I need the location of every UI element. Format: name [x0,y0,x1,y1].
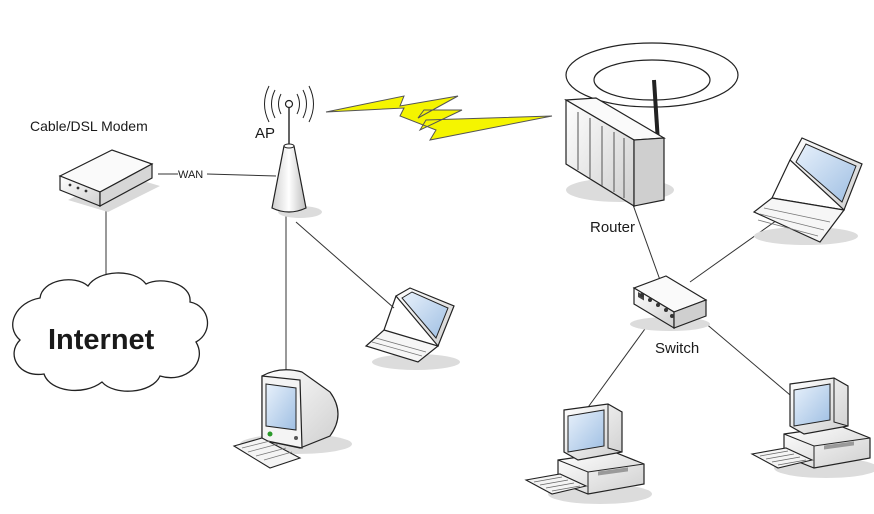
ap-laptop-link [296,222,394,308]
wan-label: WAN [178,169,203,181]
switch-label: Switch [655,340,699,357]
switch-icon [630,276,710,331]
crt-monitor-icon [234,370,352,468]
desktop-computer-icon [752,378,874,478]
router-label: Router [590,219,635,236]
desktop-computer-icon [526,404,652,504]
switch-laptop-link [690,218,780,282]
switch-desktop-right-link [704,322,796,400]
switch-desktop-left-link [586,322,650,410]
modem-label: Cable/DSL Modem [30,118,148,134]
ap-label: AP [255,125,275,142]
antenna-icon [265,86,323,218]
router-icon [566,43,738,206]
laptop-icon [754,138,862,245]
internet-label: Internet [48,324,155,356]
modem-wan-link-right [207,174,276,176]
wireless-bolt-icon [326,96,552,140]
modem-icon [60,150,160,212]
router-switch-link [632,202,660,280]
laptop-icon [366,288,460,370]
